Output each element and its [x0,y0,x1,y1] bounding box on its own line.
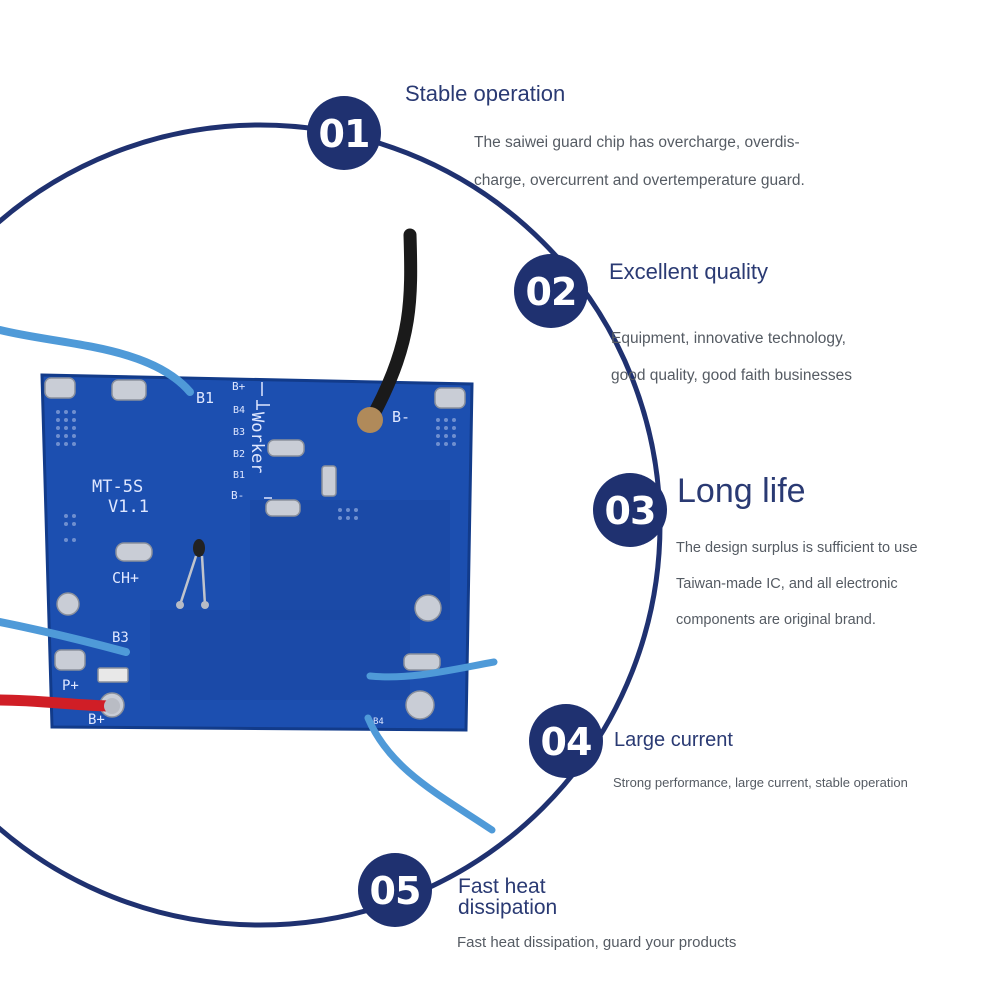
feature-01-description-line: charge, overcurrent and overtemperature … [474,172,805,189]
wires [0,228,498,834]
feature-03-title: Long life [677,472,806,510]
pcb-label-chplus: CH+ [112,569,139,587]
wire-red-bplus [0,694,118,712]
feature-05-title: Fast heat dissipation [458,876,557,918]
badge-05: 05 [358,853,432,927]
feature-05-description-line: Fast heat dissipation, guard your produc… [457,934,737,951]
pcb-label-bminus-right: B- [392,408,410,426]
pcb-label-b2: B2 [233,449,245,460]
badge-03-number: 03 [605,489,656,533]
badge-04-number: 04 [541,720,592,764]
pcb-label-bminus: B- [231,489,244,502]
pcb-label-b4-right: B4 [373,717,384,727]
pcb-label-b4: B4 [233,405,245,416]
wire-blue-right [366,658,498,681]
solder-pads [44,377,466,720]
feature-02-description-line: good quality, good faith businesses [611,367,852,384]
pcb-label-b3: B3 [233,427,245,438]
feature-05-title-line: Fast heat [458,875,546,898]
feature-04-title: Large current [614,729,733,751]
badge-01-number: 01 [319,112,370,156]
badge-01: 01 [307,96,381,170]
feature-02-description-line: Equipment, innovative technology, [611,330,846,347]
wire-blue-b1 [0,326,194,396]
pcb-label-bplus-left: B+ [88,712,105,728]
pcb-label-b3-left: B3 [112,630,129,646]
pcb-label-b1: B1 [196,389,214,407]
thermistor [176,539,209,609]
feature-04-description-line: Strong performance, large current, stabl… [613,775,908,790]
badge-05-number: 05 [370,869,421,913]
wire-blue-b3 [0,618,130,656]
via-dots [56,410,456,542]
badge-02-number: 02 [526,270,577,314]
wire-black-b-minus [369,228,418,417]
feature-04-description: Strong performance, large current, stabl… [613,775,908,790]
feature-05-title-line: dissipation [458,896,558,919]
pcb-label-worker: Worker [247,412,267,473]
silkscreen-labels: MT-5S V1.1 B1 B+ B4 B3 B2 B1 B- Worker B… [62,380,410,728]
feature-03-description: The design surplus is sufficient to use … [676,540,918,628]
feature-01-description: The saiwei guard chip has overcharge, ov… [474,134,805,190]
pcb-model-line2: V1.1 [108,497,149,517]
badge-03: 03 [593,473,667,547]
feature-02-description: Equipment, innovative technology, good q… [611,330,852,385]
feature-03-description-line: components are original brand. [676,612,876,628]
battery-symbol [256,382,272,499]
pcb-label-b1-small: B1 [233,470,245,481]
feature-02-title: Excellent quality [609,259,768,284]
wire-blue-bottom [364,714,496,834]
feature-05-description: Fast heat dissipation, guard your produc… [457,934,736,951]
feature-03-description-line: Taiwan-made IC, and all electronic [676,576,898,592]
pcb-board: MT-5S V1.1 B1 B+ B4 B3 B2 B1 B- Worker B… [40,373,474,732]
feature-03-description-line: The design surplus is sufficient to use [676,540,918,556]
badge-02: 02 [514,254,588,328]
badge-04: 04 [529,704,603,778]
pcb-label-pplus: P+ [62,678,79,694]
feature-01-title: Stable operation [405,81,566,106]
pcb-label-bplus: B+ [232,380,246,393]
feature-01-description-line: The saiwei guard chip has overcharge, ov… [474,134,800,151]
pcb-model-line1: MT-5S [92,477,143,497]
